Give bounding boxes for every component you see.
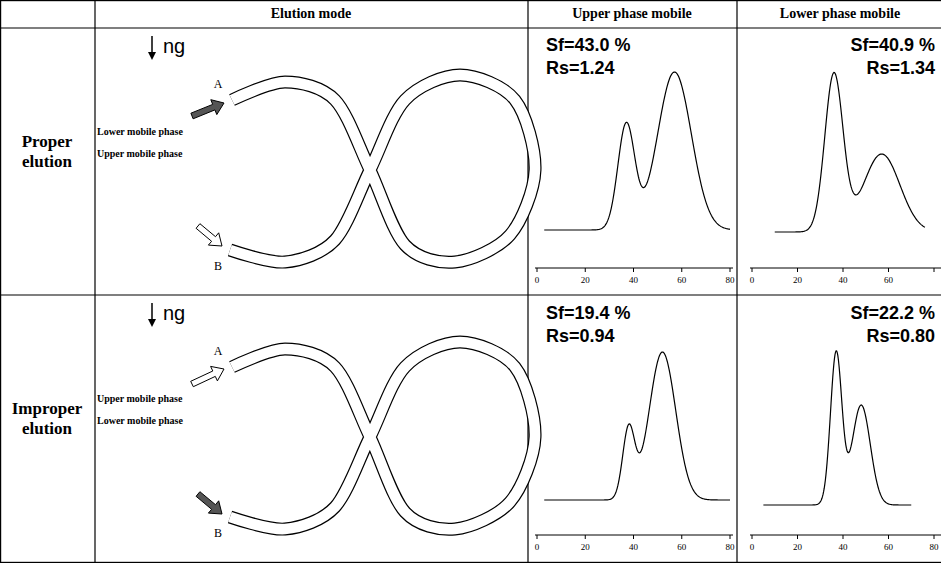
axis-tick: [888, 268, 889, 272]
tick-label: 60: [677, 275, 686, 285]
gravity-label: ng: [163, 35, 185, 58]
peak-stat: Sf=43.0 %: [546, 35, 631, 56]
tick-label: 40: [839, 542, 848, 552]
port-label: A: [214, 344, 223, 359]
phase-label: Upper mobile phase: [97, 148, 182, 159]
trace: [544, 352, 730, 500]
flow-arrow: [191, 100, 224, 119]
row-header: Proper elution: [1, 132, 93, 172]
peak-stat: Sf=19.4 %: [546, 303, 631, 324]
peak-stat: Sf=22.2 %: [850, 303, 935, 324]
peak-stat: Rs=0.94: [546, 326, 615, 347]
port-label: B: [214, 259, 222, 274]
tick-label: 40: [629, 542, 638, 552]
peak-stat: Sf=40.9 %: [850, 35, 935, 56]
row-header: Improper elution: [1, 399, 93, 439]
tube-bore: [230, 75, 535, 262]
tick-label: 20: [581, 542, 590, 552]
tick-label: 20: [793, 542, 802, 552]
coil-column: [148, 303, 535, 529]
axis-tick: [537, 535, 538, 539]
tick-label: 80: [726, 275, 735, 285]
tick-label: 40: [839, 275, 848, 285]
axis-tick: [730, 535, 731, 539]
axis-tick: [585, 268, 586, 272]
peak-stat: Rs=0.80: [866, 326, 935, 347]
axis-tick: [681, 535, 682, 539]
tick-label: 60: [677, 542, 686, 552]
tick-label: 80: [930, 542, 939, 552]
tick-label: 20: [581, 275, 590, 285]
tick-label: 60: [884, 275, 893, 285]
chromatogram: [535, 352, 733, 539]
flow-arrow: [196, 492, 222, 514]
row-rule: [0, 27, 941, 28]
tick-label: 0: [750, 542, 755, 552]
tube-bore: [230, 342, 535, 529]
axis-tick: [934, 268, 935, 272]
peak-stat: Rs=1.24: [546, 58, 615, 79]
gravity-arrowhead: [148, 52, 156, 60]
axis-tick: [797, 268, 798, 272]
chromatogram: [535, 72, 733, 272]
axis-tick: [681, 268, 682, 272]
trace: [544, 72, 730, 230]
tick-label: 20: [793, 275, 802, 285]
gravity-arrow: [151, 36, 153, 54]
column-header: Lower phase mobile: [780, 6, 900, 22]
axis-tick: [730, 268, 731, 272]
phase-label: Lower mobile phase: [97, 415, 183, 426]
axis-tick: [843, 535, 844, 539]
flow-arrow: [191, 366, 224, 386]
coil-column: [148, 36, 535, 262]
axis-tick: [752, 268, 753, 272]
gravity-arrowhead: [148, 319, 156, 327]
tick-label: 0: [535, 542, 540, 552]
time-axis: [750, 268, 941, 269]
trace: [763, 351, 911, 505]
column-header: Elution mode: [271, 6, 352, 22]
axis-tick: [633, 535, 634, 539]
axis-tick: [843, 268, 844, 272]
tick-label: 80: [726, 542, 735, 552]
phase-label: Lower mobile phase: [97, 126, 183, 137]
port-label: A: [214, 77, 223, 92]
tick-label: 60: [884, 542, 893, 552]
axis-tick: [888, 535, 889, 539]
peak-stat: Rs=1.34: [866, 58, 935, 79]
tick-label: 0: [750, 275, 755, 285]
tick-label: 0: [535, 275, 540, 285]
chromatogram: [750, 351, 941, 539]
axis-tick: [537, 268, 538, 272]
axis-tick: [752, 535, 753, 539]
column-rule: [736, 0, 737, 563]
tube-outline: [230, 75, 535, 262]
port-label: B: [214, 526, 222, 541]
column-rule: [94, 0, 95, 563]
time-axis: [750, 535, 941, 536]
tick-label: 40: [629, 275, 638, 285]
axis-tick: [585, 535, 586, 539]
chromatogram: [750, 73, 941, 272]
axis-tick: [934, 535, 935, 539]
trace: [775, 73, 925, 232]
column-header: Upper phase mobile: [572, 6, 692, 22]
flow-arrow: [196, 224, 222, 246]
phase-label: Upper mobile phase: [97, 393, 182, 404]
axis-tick: [797, 535, 798, 539]
row-rule: [0, 294, 941, 295]
gravity-arrow: [151, 303, 153, 321]
tube-outline: [230, 342, 535, 529]
gravity-label: ng: [163, 302, 185, 325]
axis-tick: [633, 268, 634, 272]
